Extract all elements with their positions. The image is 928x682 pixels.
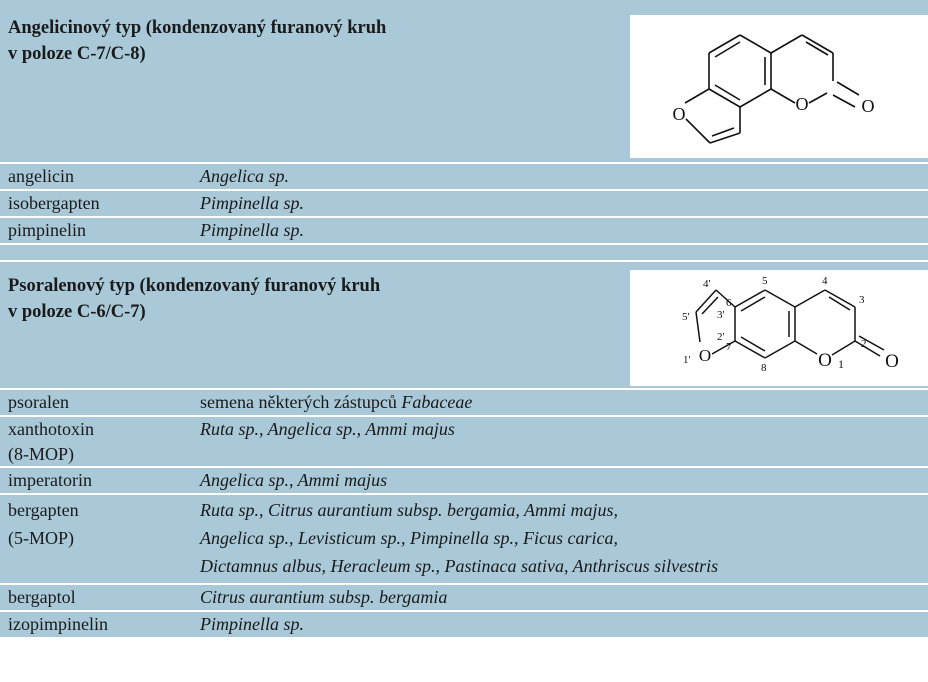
locant-1: 1 [838,357,844,371]
carbonyl-oxygen-label: O [862,96,875,116]
furan-oxygen-label: O [699,346,711,365]
compound-source: semena některých zástupců Fabaceae [200,390,472,414]
compound-source-line1: Ruta sp., Citrus aurantium subsp. bergam… [200,500,619,520]
compound-source-line2: Angelica sp., Levisticum sp., Pimpinella… [200,528,618,548]
compound-source: Angelica sp., Ammi majus [200,470,388,490]
compound-source: Citrus aurantium subsp. bergamia [200,587,448,607]
angelicin-structure: O O O [630,15,928,158]
table-row: bergaptol Citrus aurantium subsp. bergam… [0,585,928,610]
compound-name: xanthotoxin [8,419,94,439]
table-row: pimpinelin Pimpinella sp. [0,218,928,243]
locant-3-prime: 3' [717,309,725,321]
locant-3: 3 [859,294,865,306]
locant-5-prime: 5' [682,311,690,323]
locant-6: 6 [726,297,732,309]
compound-source: Pimpinella sp. [200,220,304,240]
table-row: xanthotoxin (8-MOP) Ruta sp., Angelica s… [0,417,928,466]
compound-name: bergapten [8,500,79,520]
compound-name: isobergapten [8,193,100,213]
table-row: angelicin Angelica sp. [0,164,928,189]
carbonyl-oxygen-label: O [885,351,899,372]
section-title-line1: Angelicinový typ (kondenzovaný furanový … [8,18,387,38]
locant-1-prime: 1' [683,354,691,366]
table-row: bergapten (5-MOP) Ruta sp., Citrus auran… [0,495,928,583]
compound-abbreviation: (8-MOP) [8,444,74,464]
source-plain-text: semena některých zástupců [200,392,402,412]
section-header-angelicin: Angelicinový typ (kondenzovaný furanový … [0,0,928,162]
psoralen-structure: O 1 O 1' O 2 3 4 5 6 7 8 2' 3' 4' 5' [630,270,928,386]
compound-name: psoralen [8,392,69,412]
compound-name: pimpinelin [8,220,86,240]
compound-source-line3: Dictamnus albus, Heracleum sp., Pastinac… [200,556,719,576]
locant-2: 2 [861,338,867,350]
table-row: isobergapten Pimpinella sp. [0,191,928,216]
spacer-row [0,245,928,260]
table-row: psoralen semena některých zástupců Fabac… [0,390,928,415]
locant-4-prime: 4' [703,278,711,290]
section-header-psoralen: Psoralenový typ (kondenzovaný furanový k… [0,262,928,388]
section-title-line2: v poloze C-6/C-7) [8,302,146,322]
compound-source: Pimpinella sp. [200,193,304,213]
ring-oxygen-label: O [818,350,832,371]
table-row: izopimpinelin Pimpinella sp. [0,612,928,637]
compound-name: imperatorin [8,470,92,490]
source-taxon: Fabaceae [401,392,473,412]
section-title-line1: Psoralenový typ (kondenzovaný furanový k… [8,276,381,296]
locant-7: 7 [726,341,732,353]
compound-source: Ruta sp., Angelica sp., Ammi majus [200,419,455,439]
furan-oxygen-label: O [673,104,686,124]
section-title-line2: v poloze C-7/C-8) [8,44,146,64]
table-row: imperatorin Angelica sp., Ammi majus [0,468,928,493]
compound-abbreviation: (5-MOP) [8,528,74,548]
psoralen-structure-drawing: O 1 O 1' O 2 3 4 5 6 7 8 2' 3' 4' 5' [682,275,899,374]
angelicin-structure-drawing: O O O [673,34,875,144]
compound-source: Pimpinella sp. [200,614,304,634]
locant-5: 5 [762,275,768,287]
compound-name: bergaptol [8,587,76,607]
compound-source: Angelica sp. [200,166,289,186]
ring-oxygen-label: O [796,94,809,114]
compound-name: izopimpinelin [8,614,108,634]
compound-name: angelicin [8,166,74,186]
locant-8: 8 [761,362,767,374]
locant-4: 4 [822,275,828,287]
locant-2-prime: 2' [717,331,725,343]
